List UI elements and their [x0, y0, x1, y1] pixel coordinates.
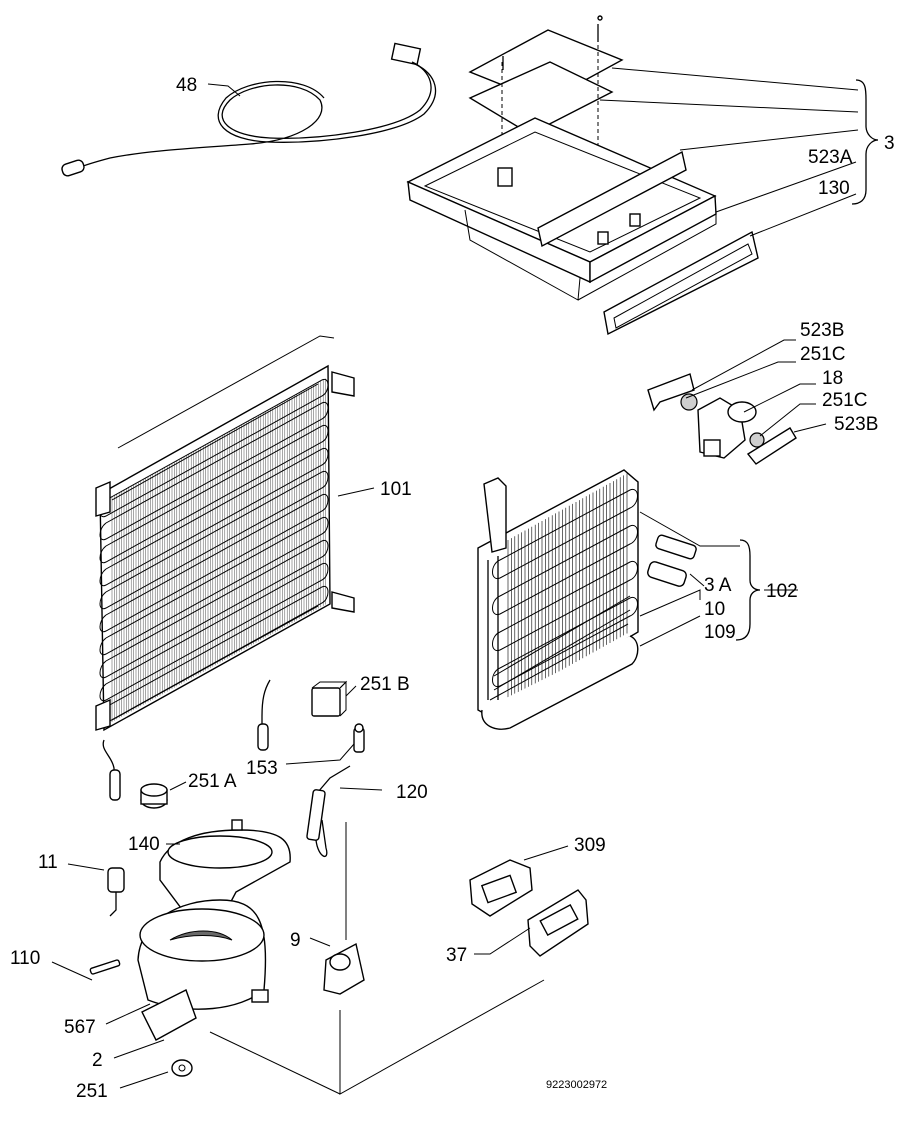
leader-lines: [51, 83, 827, 1089]
part-48-cable-sensor: [61, 42, 437, 177]
callout-120: 120: [396, 782, 428, 803]
callout-10: 10: [704, 599, 725, 620]
part-11-relay: [107, 867, 125, 917]
callout-18: 18: [822, 368, 843, 389]
part-102-evaporator: [477, 469, 761, 730]
part-251A-grommet: [140, 783, 168, 809]
part-120-thermostat-capillary: [306, 765, 351, 858]
callout-567: 567: [64, 1017, 96, 1038]
drawing-number: 9223002972: [546, 1079, 607, 1091]
evaporator-tube-loop: [492, 560, 638, 652]
condenser-tube-loop: [99, 562, 329, 702]
callout-251B: 251 B: [360, 674, 410, 695]
part-18-fan-motor: [647, 373, 797, 465]
evaporator-tube-loop: [492, 596, 638, 688]
callout-251A: 251 A: [188, 771, 237, 792]
condenser-tube-loop: [99, 401, 329, 541]
callout-9: 9: [290, 930, 301, 951]
part-309-connector: [469, 859, 533, 917]
callout-3A: 3 A: [704, 575, 732, 596]
condenser-tube-loop: [99, 493, 329, 633]
callout-102: 102: [766, 581, 798, 602]
callout-523B-bottom: 523B: [834, 414, 878, 435]
callout-523B-top: 523B: [800, 320, 844, 341]
condenser-tube-loop: [99, 470, 329, 610]
part-153-sensor-holder: [353, 723, 365, 753]
callout-110: 110: [10, 948, 40, 969]
callout-11: 11: [38, 852, 58, 873]
part-3-control-housing: [406, 15, 879, 336]
callout-labels: 48 3 523A 130 523B 251C 18 251C 523B 101…: [10, 75, 895, 1102]
evaporator-tube-loop: [492, 524, 638, 616]
part-compressor: [137, 899, 269, 1041]
callout-523A: 523A: [808, 147, 853, 168]
condenser-tube-loop: [99, 447, 329, 587]
condenser-tube-loop: [99, 424, 329, 564]
part-251B-clip: [311, 680, 348, 717]
part-251-nut: [171, 1059, 193, 1077]
callout-251: 251: [76, 1081, 108, 1102]
callout-130: 130: [818, 178, 850, 199]
evaporator-tube-loop: [492, 488, 638, 580]
condenser-tube-loop: [99, 516, 329, 656]
callout-153: 153: [246, 758, 278, 779]
part-37-connector: [527, 889, 589, 957]
callout-140: 140: [128, 834, 160, 855]
condenser-tube-loop: [99, 539, 329, 679]
part-101-condenser: [95, 335, 355, 801]
callout-48: 48: [176, 75, 197, 96]
callout-2: 2: [92, 1050, 103, 1071]
part-9-hinge: [323, 942, 365, 995]
callout-101: 101: [380, 479, 412, 500]
callout-3: 3: [884, 133, 895, 154]
callout-309: 309: [574, 835, 606, 856]
part-110-pin: [89, 959, 121, 975]
callout-37: 37: [446, 945, 467, 966]
callout-251C-top: 251C: [800, 344, 845, 365]
callout-109: 109: [704, 622, 736, 643]
callout-251C-bottom: 251C: [822, 390, 867, 411]
